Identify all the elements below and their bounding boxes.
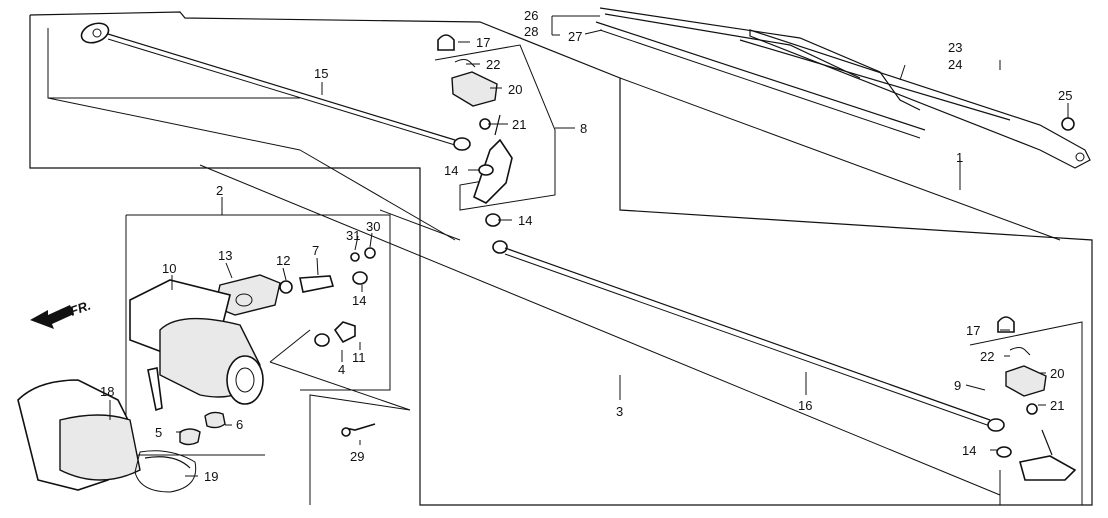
callout-20-right: 20 xyxy=(1050,366,1064,381)
callout-24: 24 xyxy=(948,57,962,72)
front-direction-arrow xyxy=(30,305,74,329)
callout-14-d: 14 xyxy=(962,443,976,458)
callout-3: 3 xyxy=(616,404,623,419)
callout-9: 9 xyxy=(954,378,961,393)
callout-21-top: 21 xyxy=(512,117,526,132)
callout-10: 10 xyxy=(162,261,176,276)
callout-12: 12 xyxy=(276,253,290,268)
callout-27: 27 xyxy=(568,29,582,44)
callout-29: 29 xyxy=(350,449,364,464)
callout-22-right: 22 xyxy=(980,349,994,364)
linkage-rod-16 xyxy=(492,240,1005,432)
callout-14-b: 14 xyxy=(518,213,532,228)
pivot-assembly-9 xyxy=(969,316,1083,506)
callout-19: 19 xyxy=(204,469,218,484)
callout-17-top: 17 xyxy=(476,35,490,50)
callout-14-a: 14 xyxy=(444,163,458,178)
callout-16: 16 xyxy=(798,398,812,413)
linkage-rod-15 xyxy=(80,22,471,151)
motor-assembly-2 xyxy=(125,214,411,505)
callout-14-c: 14 xyxy=(352,293,366,308)
callout-leader-lines xyxy=(109,15,1069,477)
callout-13: 13 xyxy=(218,248,232,263)
callout-17-right: 17 xyxy=(966,323,980,338)
callout-15: 15 xyxy=(314,66,328,81)
callout-20-top: 20 xyxy=(508,82,522,97)
front-direction-label: FR. xyxy=(68,298,93,319)
callout-23: 23 xyxy=(948,40,962,55)
callout-25: 25 xyxy=(1058,88,1072,103)
callout-18: 18 xyxy=(100,384,114,399)
callout-2: 2 xyxy=(216,183,223,198)
callout-1: 1 xyxy=(956,150,963,165)
callout-30: 30 xyxy=(366,219,380,234)
callout-21-right: 21 xyxy=(1050,398,1064,413)
callout-31: 31 xyxy=(346,228,360,243)
wiper-blades-and-arms xyxy=(595,7,1091,169)
callout-28: 28 xyxy=(524,24,538,39)
motor-cover-18 xyxy=(17,379,197,493)
callout-22-top: 22 xyxy=(486,57,500,72)
callout-26: 26 xyxy=(524,8,538,23)
callout-5: 5 xyxy=(155,425,162,440)
pivot-assembly-8 xyxy=(434,34,556,227)
callout-numbers: 26 28 27 23 24 25 17 22 20 21 8 14 14 15… xyxy=(100,8,1072,484)
callout-4: 4 xyxy=(338,362,345,377)
callout-7: 7 xyxy=(312,243,319,258)
assembly-frame-lines xyxy=(29,11,1093,506)
callout-6: 6 xyxy=(236,417,243,432)
callout-11: 11 xyxy=(352,350,366,365)
callout-8: 8 xyxy=(580,121,587,136)
